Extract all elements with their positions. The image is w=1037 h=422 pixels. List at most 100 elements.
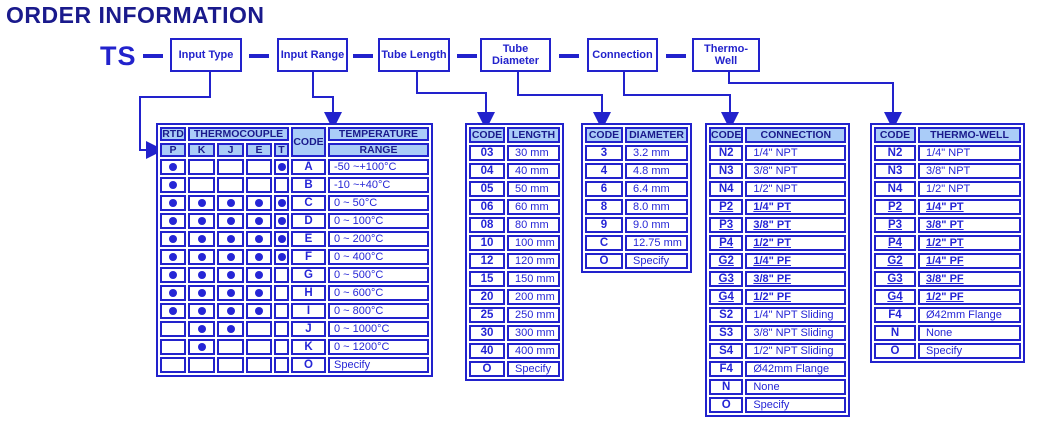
- code-header: CODE: [709, 127, 744, 143]
- table-row: O Specify: [160, 357, 429, 373]
- code-cell: P2: [874, 199, 916, 215]
- value-cell: 3/8" PF: [745, 271, 847, 287]
- sensor-cell-k: [188, 159, 215, 175]
- table-row: N2 1/4" NPT: [709, 145, 847, 161]
- value-cell: 1/2" NPT: [745, 181, 847, 197]
- sensor-cell-k: [188, 321, 215, 337]
- sensor-cell-j: [217, 177, 244, 193]
- dot-indicator: [277, 199, 286, 208]
- sensor-cell-t: [274, 357, 289, 373]
- sensor-cell-k: [188, 231, 215, 247]
- flow-box-label: Input Range: [280, 49, 345, 61]
- dot-indicator: [226, 271, 235, 280]
- table-row: B -10 ~+40°C: [160, 177, 429, 193]
- code-cell: K: [291, 339, 326, 355]
- sensor-cell-j: [217, 285, 244, 301]
- table-header-row: CODE DIAMETER: [585, 127, 688, 143]
- sensor-cell-t: [274, 321, 289, 337]
- code-cell: N2: [874, 145, 916, 161]
- connection-table-body: N2 1/4" NPT N3 3/8" NPT N4 1/2" NPT: [709, 145, 847, 413]
- dot-indicator: [169, 163, 177, 172]
- sensor-type-k: K: [188, 143, 215, 157]
- input-type-table-body: A -50 ~+100°C B -10 ~+40°C: [160, 159, 429, 373]
- code-cell: P3: [709, 217, 744, 233]
- value-cell: 30 mm: [507, 145, 560, 161]
- code-cell: P2: [709, 199, 744, 215]
- sensor-cell-k: [188, 303, 215, 319]
- table-row: H 0 ~ 600°C: [160, 285, 429, 301]
- value-cell: 1/4" NPT: [918, 145, 1021, 161]
- value-cell: 1/2" NPT Sliding: [745, 343, 847, 359]
- value-cell: None: [745, 379, 847, 395]
- connection-header: CONNECTION: [745, 127, 847, 143]
- code-cell: S3: [709, 325, 744, 341]
- dot-indicator: [277, 235, 286, 244]
- sensor-cell-p: [160, 231, 186, 247]
- value-cell: Specify: [625, 253, 688, 269]
- sensor-cell-p: [160, 339, 186, 355]
- table-row: S2 1/4" NPT Sliding: [709, 307, 847, 323]
- sensor-cell-e: [246, 213, 272, 229]
- table-row: G2 1/4" PF: [874, 253, 1021, 269]
- dot-indicator: [226, 307, 235, 316]
- code-cell: G4: [874, 289, 916, 305]
- range-header: RANGE: [328, 143, 429, 157]
- dot-indicator: [226, 253, 235, 262]
- value-cell: 200 mm: [507, 289, 560, 305]
- sensor-cell-k: [188, 195, 215, 211]
- dot-indicator: [255, 307, 263, 316]
- value-cell: 150 mm: [507, 271, 560, 287]
- code-cell: D: [291, 213, 326, 229]
- code-cell: G: [291, 267, 326, 283]
- code-cell: G2: [709, 253, 744, 269]
- sensor-cell-t: [274, 339, 289, 355]
- sensor-cell-t: [274, 285, 289, 301]
- code-cell: 25: [469, 307, 505, 323]
- code-cell: 03: [469, 145, 505, 161]
- value-cell: 120 mm: [507, 253, 560, 269]
- sensor-cell-j: [217, 231, 244, 247]
- table-header-row: RTD THERMOCOUPLE CODE TEMPERATURE: [160, 127, 429, 157]
- sensor-type-p: P: [160, 143, 186, 157]
- sensor-cell-t: [274, 303, 289, 319]
- sensor-cell-e: [246, 267, 272, 283]
- connector-tube-length-arrow: [416, 72, 495, 130]
- sensor-cell-t: [274, 177, 289, 193]
- sensor-cell-p: [160, 159, 186, 175]
- sensor-cell-t: [274, 159, 289, 175]
- value-cell: 1/2" PT: [918, 235, 1021, 251]
- table-row: P4 1/2" PT: [709, 235, 847, 251]
- code-cell: 12: [469, 253, 505, 269]
- table-row: O Specify: [469, 361, 560, 377]
- code-cell: G2: [874, 253, 916, 269]
- value-cell: 1/4" PT: [918, 199, 1021, 215]
- table-header-row: CODE CONNECTION: [709, 127, 847, 143]
- dot-indicator: [169, 289, 177, 298]
- value-cell: -50 ~+100°C: [328, 159, 429, 175]
- value-cell: 80 mm: [507, 217, 560, 233]
- code-cell: O: [469, 361, 505, 377]
- table-row: I 0 ~ 800°C: [160, 303, 429, 319]
- connector-tube-diameter-arrow: [517, 72, 611, 130]
- value-cell: 6.4 mm: [625, 181, 688, 197]
- sensor-cell-j: [217, 195, 244, 211]
- thermocouple-header: THERMOCOUPLE: [188, 127, 289, 141]
- value-cell: 0 ~ 1200°C: [328, 339, 429, 355]
- sensor-cell-e: [246, 321, 272, 337]
- value-cell: 3/8" PT: [918, 217, 1021, 233]
- dot-indicator: [169, 199, 177, 208]
- sensor-cell-e: [246, 357, 272, 373]
- rtd-header: RTD: [160, 127, 186, 141]
- code-cell: O: [585, 253, 623, 269]
- table-row: F 0 ~ 400°C: [160, 249, 429, 265]
- code-cell: O: [291, 357, 326, 373]
- dot-indicator: [255, 199, 263, 208]
- dot-indicator: [255, 217, 263, 226]
- table-row: 40 400 mm: [469, 343, 560, 359]
- sensor-cell-e: [246, 177, 272, 193]
- thermo-well-table-body: N2 1/4" NPT N3 3/8" NPT N4 1/2" NPT: [874, 145, 1021, 359]
- value-cell: 3/8" NPT Sliding: [745, 325, 847, 341]
- code-cell: G3: [874, 271, 916, 287]
- code-cell: N4: [874, 181, 916, 197]
- table-row: P4 1/2" PT: [874, 235, 1021, 251]
